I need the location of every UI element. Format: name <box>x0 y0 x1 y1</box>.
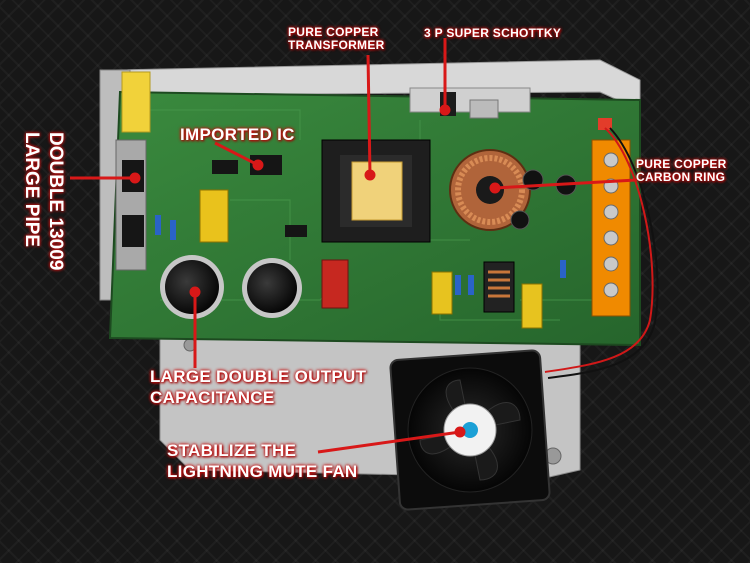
callout-pure-copper-carbon-ring: PURE COPPER CARBON RING <box>636 157 727 184</box>
fan-wire-red <box>544 127 654 373</box>
left-heatsink <box>115 139 147 271</box>
red-resistor <box>321 259 349 309</box>
callout-large-pipe: LARGE PIPE <box>21 132 42 248</box>
callout-double-13009: DOUBLE 13009 <box>45 132 66 271</box>
large-capacitors <box>160 255 302 319</box>
callout-imported-ic: IMPORTED IC <box>180 125 295 144</box>
main-transformer <box>321 139 431 243</box>
fan-connector <box>598 118 612 130</box>
callout-stabilize-lightning-mute-fan: STABILIZE THE LIGHTNING MUTE FAN <box>167 441 358 481</box>
cooling-fan <box>389 349 551 511</box>
blue-components <box>155 215 566 295</box>
callout-pure-copper-transformer: PURE COPPER TRANSFORMER <box>288 25 385 52</box>
yellow-capacitors <box>431 271 543 329</box>
callout-lines <box>70 38 638 454</box>
terminal-block <box>591 139 631 317</box>
label-sticker <box>121 71 151 133</box>
callout-3p-super-schottky: 3 P SUPER SCHOTTKY <box>424 26 562 40</box>
inductor-coil <box>483 261 515 313</box>
callout-large-double-output-capacitance: LARGE DOUBLE OUTPUT CAPACITANCE <box>150 367 367 407</box>
schottky-heatsink <box>409 87 531 119</box>
fan-wire-black <box>547 127 659 379</box>
small-transformer <box>199 189 229 243</box>
